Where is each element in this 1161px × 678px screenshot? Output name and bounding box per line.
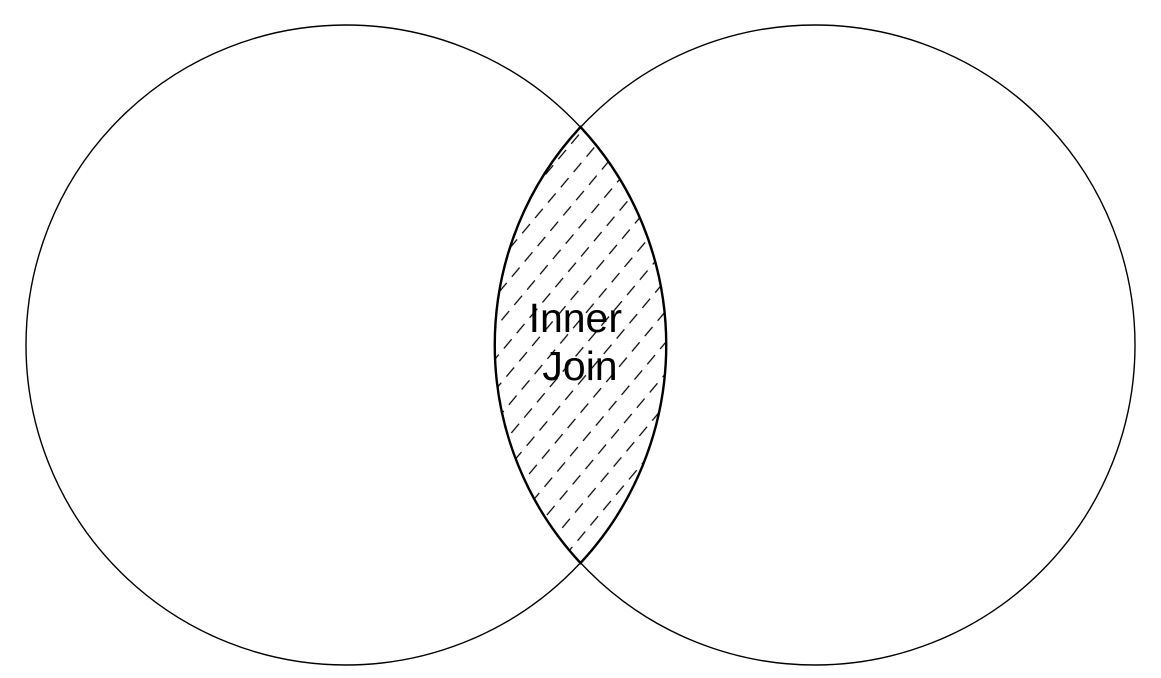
intersection-label-line-1: Inner [529, 295, 622, 341]
right-circle [494, 24, 1136, 666]
intersection-label-line-2: Join [542, 343, 617, 389]
left-circle [25, 24, 667, 666]
intersection-label: Inner Join [529, 295, 634, 389]
